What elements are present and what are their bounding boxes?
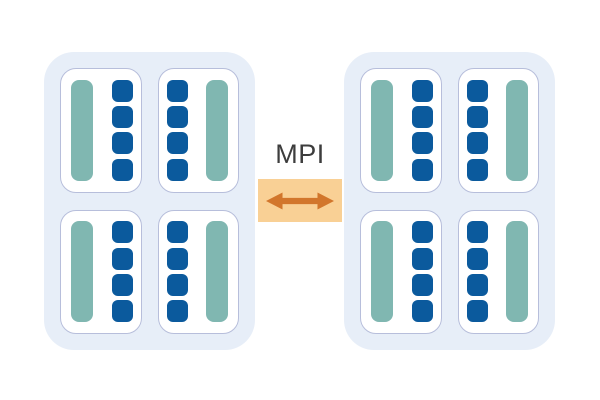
core-square xyxy=(466,79,488,102)
core-square xyxy=(111,221,133,244)
socket-card xyxy=(60,209,142,334)
core-square xyxy=(111,300,133,323)
core-column xyxy=(411,79,433,181)
core-square xyxy=(166,221,188,244)
memory-bar xyxy=(71,79,93,181)
memory-bar xyxy=(506,79,528,181)
mpi-link-box xyxy=(258,179,342,222)
core-square xyxy=(466,221,488,244)
memory-bar xyxy=(506,221,528,323)
socket-card xyxy=(360,68,442,193)
socket-card xyxy=(360,209,442,334)
core-column xyxy=(466,79,488,181)
core-square xyxy=(466,247,488,270)
core-square xyxy=(166,132,188,155)
core-square xyxy=(411,300,433,323)
memory-bar xyxy=(371,79,393,181)
socket-card xyxy=(457,209,539,334)
memory-bar xyxy=(206,79,228,181)
socket-card xyxy=(457,68,539,193)
core-square xyxy=(411,273,433,296)
core-square xyxy=(466,158,488,181)
core-square xyxy=(411,158,433,181)
core-square xyxy=(466,273,488,296)
core-column xyxy=(411,221,433,323)
core-square xyxy=(111,273,133,296)
compute-node-left xyxy=(44,52,255,350)
core-column xyxy=(111,79,133,181)
core-square xyxy=(111,106,133,129)
core-square xyxy=(111,79,133,102)
core-square xyxy=(411,247,433,270)
core-square xyxy=(166,300,188,323)
memory-bar xyxy=(71,221,93,323)
core-square xyxy=(411,132,433,155)
core-column xyxy=(166,79,188,181)
core-square xyxy=(111,132,133,155)
core-square xyxy=(166,247,188,270)
core-square xyxy=(411,79,433,102)
memory-bar xyxy=(206,221,228,323)
compute-node-right xyxy=(344,52,555,350)
socket-card xyxy=(157,68,239,193)
memory-bar xyxy=(371,221,393,323)
socket-card xyxy=(60,68,142,193)
core-column xyxy=(466,221,488,323)
core-square xyxy=(166,158,188,181)
core-square xyxy=(166,106,188,129)
mpi-label: MPI xyxy=(275,139,325,169)
core-square xyxy=(111,158,133,181)
core-column xyxy=(111,221,133,323)
socket-card xyxy=(157,209,239,334)
core-square xyxy=(466,132,488,155)
double-headed-arrow-icon xyxy=(266,191,334,210)
core-square xyxy=(411,221,433,244)
core-square xyxy=(166,79,188,102)
core-square xyxy=(466,106,488,129)
core-square xyxy=(466,300,488,323)
core-square xyxy=(411,106,433,129)
core-square xyxy=(111,247,133,270)
core-column xyxy=(166,221,188,323)
core-square xyxy=(166,273,188,296)
